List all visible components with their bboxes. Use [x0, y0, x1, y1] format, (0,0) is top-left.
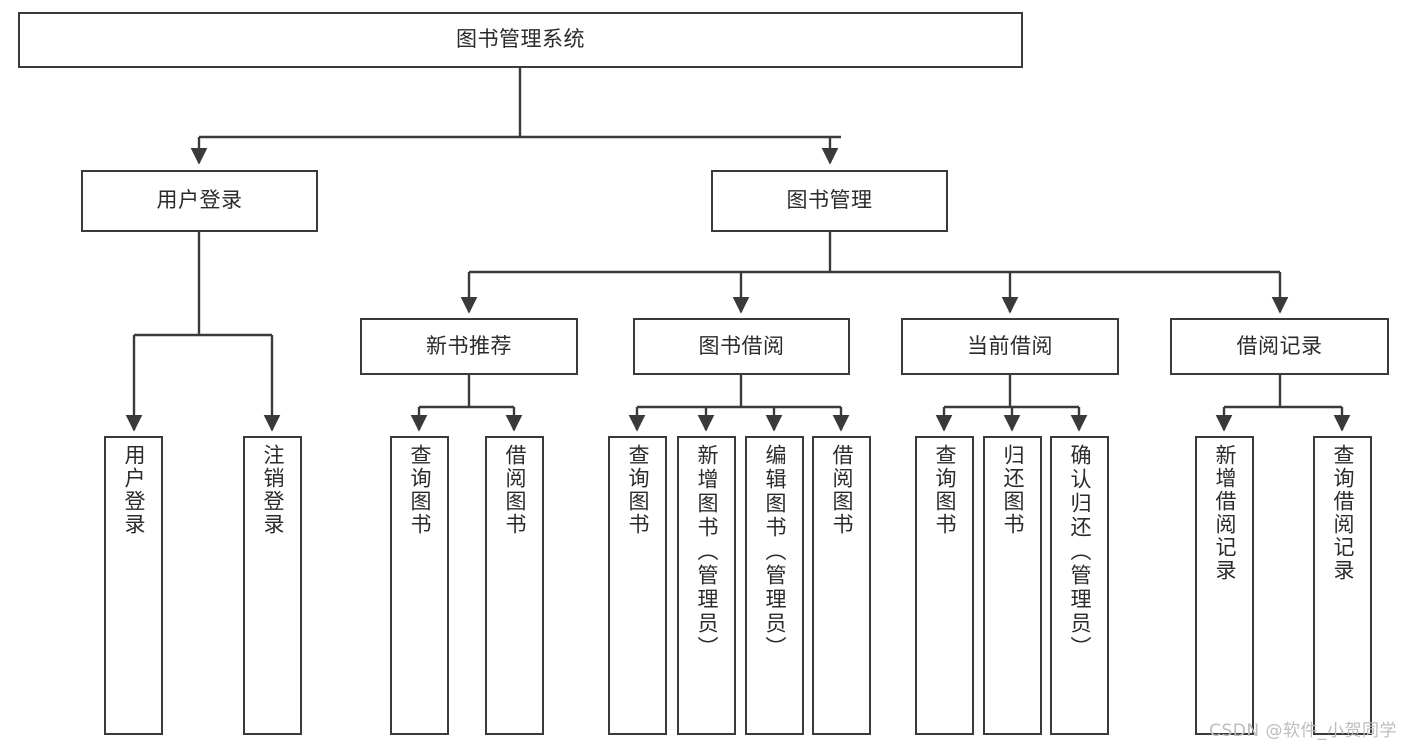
- node-label: 查询图书: [933, 444, 957, 536]
- node-label: 图书管理系统: [456, 27, 585, 52]
- node-current-borrow[interactable]: 当前借阅: [901, 318, 1119, 375]
- leaf-borrow-query-book[interactable]: 查询图书: [608, 436, 667, 735]
- node-label: 编辑图书（管理员）: [763, 444, 787, 660]
- node-new-book-recommend[interactable]: 新书推荐: [360, 318, 578, 375]
- node-label: 查询借阅记录: [1331, 444, 1355, 582]
- node-book-borrow[interactable]: 图书借阅: [633, 318, 850, 375]
- leaf-current-return-book[interactable]: 归还图书: [983, 436, 1042, 735]
- node-root-system[interactable]: 图书管理系统: [18, 12, 1023, 68]
- node-book-management[interactable]: 图书管理: [711, 170, 948, 232]
- leaf-user-login-logout[interactable]: 注销登录: [243, 436, 302, 735]
- leaf-borrow-edit-book-admin[interactable]: 编辑图书（管理员）: [745, 436, 804, 735]
- node-borrow-record[interactable]: 借阅记录: [1170, 318, 1389, 375]
- node-label: 借阅记录: [1236, 333, 1323, 358]
- node-label: 新增图书（管理员）: [695, 444, 719, 660]
- leaf-record-add-record[interactable]: 新增借阅记录: [1195, 436, 1254, 735]
- leaf-borrow-add-book-admin[interactable]: 新增图书（管理员）: [677, 436, 736, 735]
- leaf-current-query-book[interactable]: 查询图书: [915, 436, 974, 735]
- csdn-watermark: CSDN @软件_小贺同学: [1209, 721, 1397, 741]
- node-label: 新书推荐: [426, 333, 512, 358]
- leaf-user-login-login[interactable]: 用户登录: [104, 436, 163, 735]
- node-label: 新增借阅记录: [1213, 444, 1237, 582]
- node-label: 确认归还（管理员）: [1068, 444, 1092, 660]
- leaf-record-query-record[interactable]: 查询借阅记录: [1313, 436, 1372, 735]
- node-label: 用户登录: [156, 188, 243, 213]
- leaf-current-confirm-return-admin[interactable]: 确认归还（管理员）: [1050, 436, 1109, 735]
- leaf-borrow-borrow-book[interactable]: 借阅图书: [812, 436, 871, 735]
- leaf-new-book-borrow[interactable]: 借阅图书: [485, 436, 544, 735]
- node-label: 查询图书: [626, 444, 650, 536]
- node-user-login[interactable]: 用户登录: [81, 170, 318, 232]
- node-label: 图书管理: [786, 188, 873, 213]
- node-label: 注销登录: [261, 444, 285, 536]
- node-label: 归还图书: [1001, 444, 1025, 536]
- node-label: 查询图书: [408, 444, 432, 536]
- node-label: 当前借阅: [967, 333, 1053, 358]
- node-label: 借阅图书: [830, 444, 854, 536]
- node-label: 借阅图书: [503, 444, 527, 536]
- node-label: 图书借阅: [698, 333, 785, 358]
- node-label: 用户登录: [122, 444, 146, 536]
- leaf-new-book-query[interactable]: 查询图书: [390, 436, 449, 735]
